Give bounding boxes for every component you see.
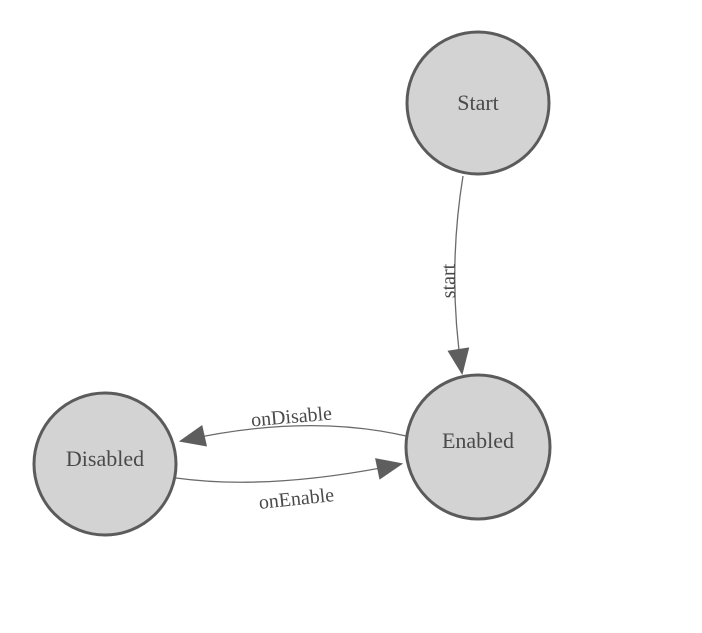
state-node-start[interactable] [405,30,551,176]
transition-edge-start-to-enabled [447,175,470,376]
edge-label-ondisable: onDisable [250,403,333,432]
transition-edge-disabled-to-enabled [175,458,404,483]
state-label-start: Start [457,90,499,115]
state-label-enabled: Enabled [442,428,514,453]
transition-edge-enabled-to-disabled [178,424,407,447]
edge-label-onenable: onEnable [258,484,336,514]
state-node-enabled[interactable] [404,373,552,521]
state-label-disabled: Disabled [66,446,144,471]
state-node-disabled[interactable] [32,391,178,537]
edge-label-start: start [438,263,460,298]
